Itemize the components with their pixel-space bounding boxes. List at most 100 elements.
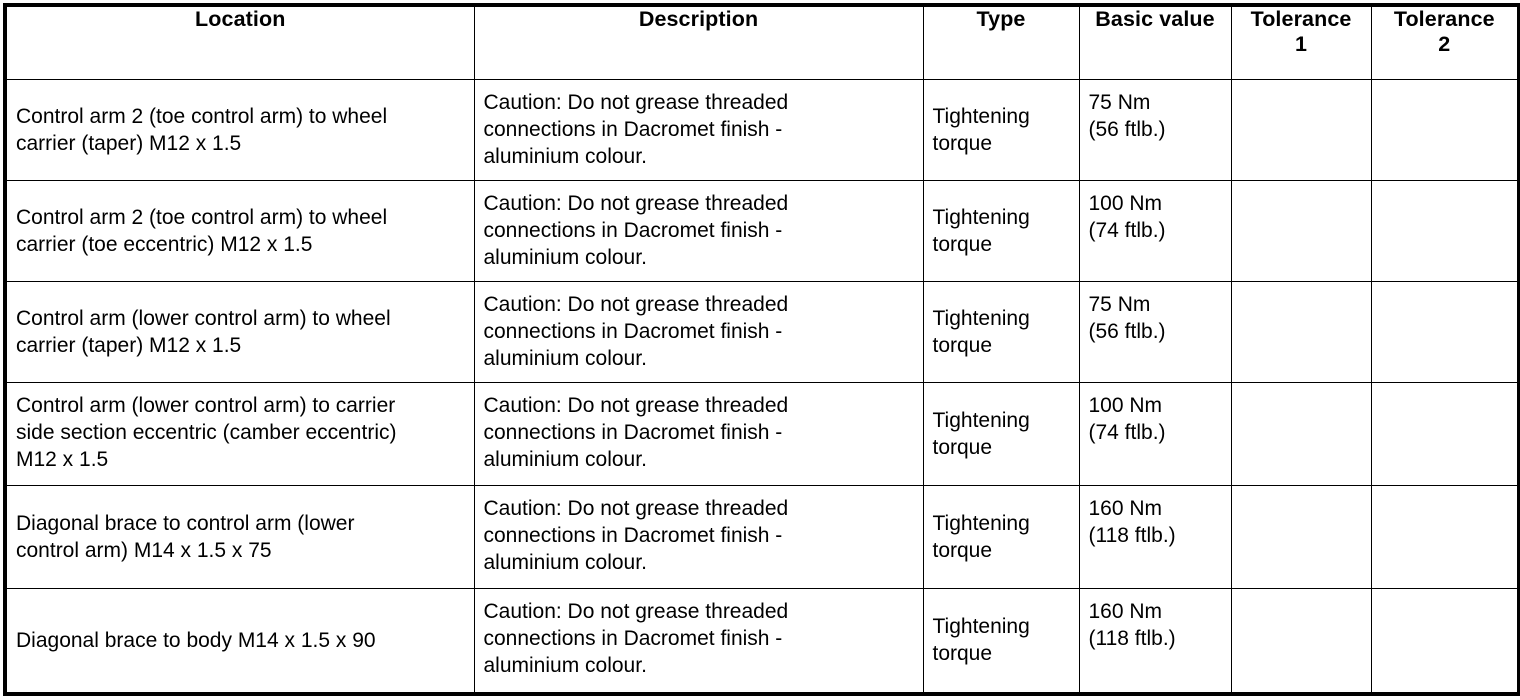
table-row: Control arm 2 (toe control arm) to wheel… <box>4 78 1520 181</box>
cell-basic-value: 160 Nm (118 ftlb.) <box>1078 484 1232 589</box>
cell-type-line: torque <box>932 435 993 459</box>
cell-description: Caution: Do not grease threaded connecti… <box>473 587 924 695</box>
cell-tolerance-2 <box>1370 179 1520 282</box>
cell-description-line: connections in Dacromet finish - <box>483 626 783 650</box>
cell-basic-value-line: 100 Nm <box>1088 393 1163 417</box>
cell-description-line: Caution: Do not grease threaded <box>483 599 789 623</box>
cell-location-line: side section eccentric (camber eccentric… <box>16 420 397 444</box>
cell-basic-value: 100 Nm (74 ftlb.) <box>1078 381 1232 486</box>
cell-basic-value-line: (118 ftlb.) <box>1088 523 1176 547</box>
cell-location-line: Control arm 2 (toe control arm) to wheel <box>16 205 388 229</box>
cell-description: Caution: Do not grease threaded connecti… <box>473 280 924 383</box>
column-header-tolerance-2: Tolerance 2 <box>1370 4 1520 80</box>
cell-basic-value-line: 160 Nm <box>1088 599 1163 623</box>
cell-basic-value: 75 Nm (56 ftlb.) <box>1078 78 1232 181</box>
cell-location: Diagonal brace to body M14 x 1.5 x 90 <box>4 587 475 695</box>
cell-tolerance-1 <box>1230 381 1372 486</box>
column-header-tolerance-1-line2: 1 <box>1294 32 1308 56</box>
cell-tolerance-1 <box>1230 484 1372 589</box>
cell-tolerance-2 <box>1370 381 1520 486</box>
cell-description-line: Caution: Do not grease threaded <box>483 292 789 316</box>
column-header-description: Description <box>473 4 924 80</box>
cell-tolerance-1 <box>1230 280 1372 383</box>
cell-description-line: aluminium colour. <box>483 346 647 370</box>
cell-description: Caution: Do not grease threaded connecti… <box>473 484 924 589</box>
cell-description-line: connections in Dacromet finish - <box>483 117 783 141</box>
cell-description-line: Caution: Do not grease threaded <box>483 496 789 520</box>
cell-tolerance-2 <box>1370 78 1520 181</box>
cell-type: Tightening torque <box>922 280 1080 383</box>
table-row: Control arm (lower control arm) to carri… <box>4 381 1520 486</box>
cell-location-line: M12 x 1.5 <box>16 447 109 471</box>
cell-description-line: Caution: Do not grease threaded <box>483 393 789 417</box>
cell-description-line: connections in Dacromet finish - <box>483 523 783 547</box>
column-header-tolerance-1-line1: Tolerance <box>1250 7 1352 31</box>
table-body: Control arm 2 (toe control arm) to wheel… <box>4 78 1520 695</box>
cell-description-line: aluminium colour. <box>483 653 647 677</box>
cell-basic-value-line: 75 Nm <box>1088 292 1151 316</box>
cell-location-line: control arm) M14 x 1.5 x 75 <box>16 538 272 562</box>
column-header-type: Type <box>922 4 1080 80</box>
cell-type-line: torque <box>932 232 993 256</box>
cell-location-line: Control arm (lower control arm) to wheel <box>16 306 391 330</box>
cell-basic-value: 75 Nm (56 ftlb.) <box>1078 280 1232 383</box>
cell-type: Tightening torque <box>922 179 1080 282</box>
cell-type-line: torque <box>932 131 993 155</box>
cell-type-line: Tightening <box>932 104 1030 128</box>
cell-description-line: aluminium colour. <box>483 447 647 471</box>
cell-location-line: carrier (taper) M12 x 1.5 <box>16 131 242 155</box>
cell-description-line: Caution: Do not grease threaded <box>483 191 789 215</box>
cell-location: Control arm 2 (toe control arm) to wheel… <box>4 78 475 181</box>
cell-description-line: aluminium colour. <box>483 245 647 269</box>
cell-description-line: connections in Dacromet finish - <box>483 420 783 444</box>
cell-type: Tightening torque <box>922 78 1080 181</box>
cell-basic-value: 100 Nm (74 ftlb.) <box>1078 179 1232 282</box>
cell-basic-value: 160 Nm (118 ftlb.) <box>1078 587 1232 695</box>
cell-location-line: Control arm (lower control arm) to carri… <box>16 393 396 417</box>
cell-description-line: aluminium colour. <box>483 144 647 168</box>
cell-tolerance-1 <box>1230 78 1372 181</box>
cell-description-line: connections in Dacromet finish - <box>483 319 783 343</box>
table-row: Diagonal brace to body M14 x 1.5 x 90 Ca… <box>4 587 1520 695</box>
cell-tolerance-1 <box>1230 587 1372 695</box>
column-header-tolerance-2-line2: 2 <box>1438 32 1451 56</box>
cell-basic-value-line: 75 Nm <box>1088 90 1151 114</box>
cell-type-line: Tightening <box>932 615 1030 639</box>
cell-type: Tightening torque <box>922 381 1080 486</box>
cell-type-line: torque <box>932 642 993 666</box>
cell-tolerance-2 <box>1370 587 1520 695</box>
cell-tolerance-2 <box>1370 484 1520 589</box>
cell-location: Control arm (lower control arm) to wheel… <box>4 280 475 383</box>
column-header-basic-value: Basic value <box>1078 4 1232 80</box>
cell-basic-value-line: (74 ftlb.) <box>1088 420 1166 444</box>
cell-location-line: carrier (toe eccentric) M12 x 1.5 <box>16 232 313 256</box>
cell-type-line: Tightening <box>932 205 1030 229</box>
cell-location: Control arm (lower control arm) to carri… <box>4 381 475 486</box>
cell-description-line: aluminium colour. <box>483 550 647 574</box>
table-row: Control arm (lower control arm) to wheel… <box>4 280 1520 383</box>
cell-location: Control arm 2 (toe control arm) to wheel… <box>4 179 475 282</box>
cell-basic-value-line: (56 ftlb.) <box>1088 319 1166 343</box>
cell-description: Caution: Do not grease threaded connecti… <box>473 179 924 282</box>
cell-tolerance-1 <box>1230 179 1372 282</box>
cell-description: Caution: Do not grease threaded connecti… <box>473 78 924 181</box>
table-row: Control arm 2 (toe control arm) to wheel… <box>4 179 1520 282</box>
cell-type-line: torque <box>932 333 993 357</box>
column-header-location: Location <box>4 4 475 80</box>
cell-basic-value-line: 160 Nm <box>1088 496 1163 520</box>
cell-description: Caution: Do not grease threaded connecti… <box>473 381 924 486</box>
cell-location-line: Control arm 2 (toe control arm) to wheel <box>16 104 388 128</box>
column-header-tolerance-2-line1: Tolerance <box>1393 7 1495 31</box>
cell-basic-value-line: (74 ftlb.) <box>1088 218 1166 242</box>
torque-specification-table: Location Description Type Basic value To… <box>3 3 1520 696</box>
cell-type: Tightening torque <box>922 587 1080 695</box>
cell-basic-value-line: (56 ftlb.) <box>1088 117 1166 141</box>
cell-basic-value-line: 100 Nm <box>1088 191 1163 215</box>
cell-description-line: Caution: Do not grease threaded <box>483 90 789 114</box>
column-header-tolerance-1: Tolerance 1 <box>1230 4 1372 80</box>
cell-type-line: Tightening <box>932 408 1030 432</box>
table-header: Location Description Type Basic value To… <box>4 4 1520 80</box>
cell-type: Tightening torque <box>922 484 1080 589</box>
cell-basic-value-line: (118 ftlb.) <box>1088 626 1176 650</box>
